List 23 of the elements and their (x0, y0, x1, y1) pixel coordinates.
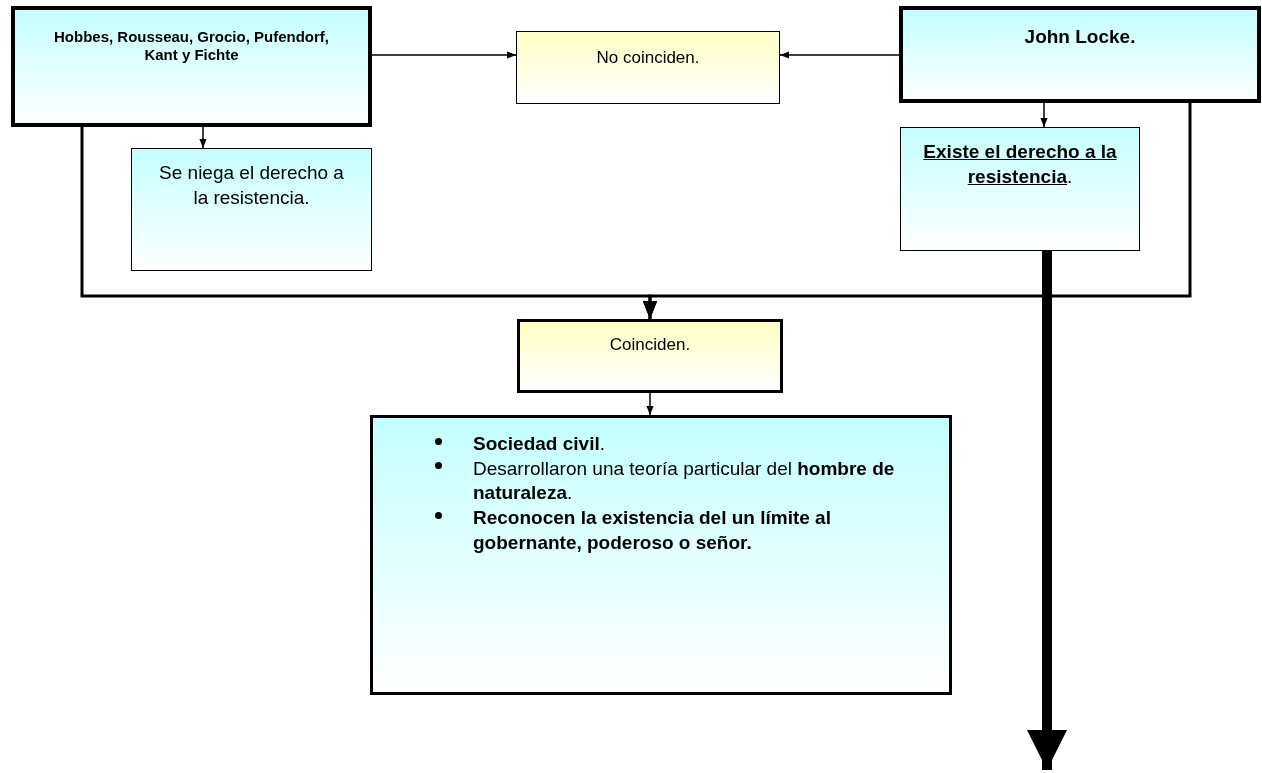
box-text: John Locke. (1024, 26, 1136, 49)
text-box (899, 6, 1261, 103)
arrow (199, 126, 207, 149)
text-box (900, 127, 1140, 251)
text-box (516, 31, 780, 104)
list-item: Reconocen la existencia del un límite al gobernante, poderoso o señor. (473, 506, 832, 555)
arrow (1027, 251, 1067, 770)
box-text: Existe el derecho a la resistencia. (922, 140, 1118, 189)
arrow (642, 103, 1192, 319)
list-item: Sociedad civil. (473, 432, 605, 456)
text-box (11, 6, 372, 127)
arrow (371, 51, 517, 59)
arrow (779, 51, 900, 59)
text-box (370, 415, 952, 695)
box-text: Se niega el derecho a la resistencia. (158, 161, 345, 210)
list-item: Desarrollaron una teoría particular del hombre de naturaleza. (473, 456, 896, 506)
box-text: Hobbes, Rousseau, Grocio, Pufendorf, Kant y Fichte (52, 28, 330, 64)
arrow (646, 392, 654, 416)
arrow (1040, 102, 1048, 128)
box-text: No coinciden. (596, 48, 700, 69)
text-box (517, 319, 783, 393)
text-box (131, 148, 372, 271)
box-text: Coinciden. (609, 335, 691, 356)
